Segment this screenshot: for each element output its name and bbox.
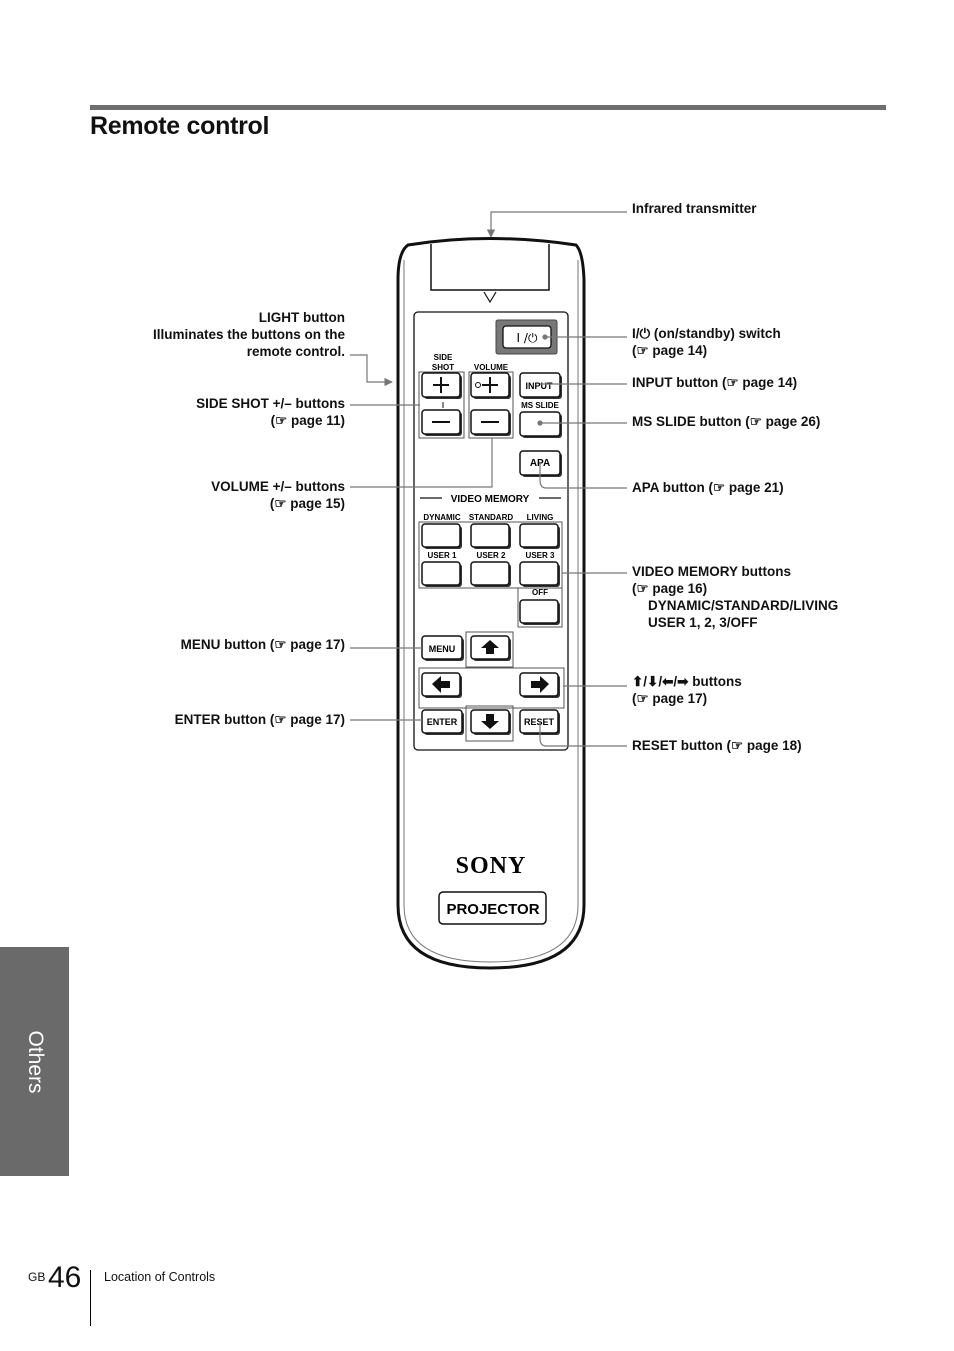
input-button: INPUT (519, 372, 562, 399)
enter-callout: ENTER button (☞ page 17) (174, 712, 345, 727)
up-button (470, 635, 511, 661)
ms-slide-label: MS SLIDE (521, 401, 559, 410)
infrared-callout: Infrared transmitter (632, 201, 757, 216)
footer-language: GB (28, 1270, 46, 1284)
page-number: 46 (48, 1261, 82, 1294)
standard-button (470, 523, 511, 549)
volume-minus-button (470, 409, 511, 436)
light-callout: LIGHT button Illuminates the buttons on … (153, 309, 345, 360)
menu-button: MENU (421, 635, 464, 661)
user3-button (519, 561, 560, 587)
video-memory-callout-line1: VIDEO MEMORY buttons (632, 564, 792, 579)
reset-button-label: RESET (524, 717, 555, 727)
user2-button (470, 561, 511, 587)
volume-callout: VOLUME +/– buttons (☞ page 15) (211, 478, 345, 512)
right-button (519, 672, 560, 698)
apa-button: APA (519, 450, 562, 477)
user2-label: USER 2 (477, 551, 506, 560)
reset-button: RESET (519, 709, 560, 735)
living-label: LIVING (527, 513, 554, 522)
video-memory-callout-line3: DYNAMIC/STANDARD/LIVING (648, 598, 839, 613)
video-memory-callout-line2: (☞ page 16) (632, 581, 708, 596)
video-memory-callout-line4: USER 1, 2, 3/OFF (648, 615, 758, 630)
input-callout: INPUT button (☞ page 14) (632, 375, 798, 390)
side-tab-label: Others (23, 1029, 47, 1094)
arrows-callout: ⬆/⬇/⬅/➡ buttons (☞ page 17) (632, 673, 742, 707)
side-shot-minus-button (421, 409, 462, 436)
page-title: Remote control (90, 112, 270, 140)
projector-badge (438, 891, 547, 925)
standard-label: STANDARD (469, 513, 514, 522)
footer-divider (90, 1270, 91, 1326)
side-shot-label-2: SHOT (432, 363, 454, 372)
power-callout-line1: I/⏻ (on/standby) switch (632, 326, 781, 341)
dynamic-label: DYNAMIC (423, 513, 461, 522)
volume-callout-line2: (☞ page 15) (269, 496, 345, 511)
off-button (519, 599, 560, 625)
menu-button-label: MENU (429, 644, 456, 654)
volume-label: VOLUME (474, 363, 509, 372)
dynamic-button (421, 523, 462, 549)
input-button-label: INPUT (526, 381, 554, 391)
light-callout-line1: LIGHT button (258, 310, 345, 325)
volume-plus-button (470, 372, 511, 399)
video-memory-callout: VIDEO MEMORY buttons (☞ page 16) DYNAMIC… (632, 563, 838, 631)
enter-button-label: ENTER (427, 717, 458, 727)
apa-callout: APA button (☞ page 21) (632, 480, 784, 495)
side-shot-callout-line2: (☞ page 11) (270, 413, 345, 428)
down-button (470, 709, 511, 735)
footer-section: Location of Controls (104, 1270, 216, 1284)
left-button (421, 672, 462, 698)
power-callout-line2: (☞ page 14) (632, 343, 708, 358)
power-callout: I/⏻ (on/standby) switch (☞ page 14) (632, 325, 781, 359)
side-shot-callout-line1: SIDE SHOT +/– buttons (196, 396, 345, 411)
arrows-callout-line1: ⬆/⬇/⬅/➡ buttons (632, 674, 742, 689)
light-callout-line3: remote control. (246, 344, 345, 359)
ms-slide-callout: MS SLIDE button (☞ page 26) (632, 414, 821, 429)
button-panel (413, 311, 569, 751)
power-switch-label: I /⏻ (517, 331, 538, 345)
user3-label: USER 3 (526, 551, 555, 560)
living-button (519, 523, 560, 549)
sony-logo: SONY (456, 853, 527, 879)
off-label: OFF (532, 588, 548, 597)
menu-callout: MENU button (☞ page 17) (180, 637, 345, 652)
ir-window (430, 244, 550, 291)
projector-label: PROJECTOR (446, 901, 539, 918)
reset-callout: RESET button (☞ page 18) (632, 738, 802, 753)
video-memory-label: VIDEO MEMORY (451, 494, 530, 505)
side-shot-plus-button (421, 372, 462, 399)
user1-label: USER 1 (428, 551, 457, 560)
side-shot-callout: SIDE SHOT +/– buttons (☞ page 11) (196, 395, 345, 429)
volume-callout-line1: VOLUME +/– buttons (211, 479, 345, 494)
user1-button (421, 561, 462, 587)
header-rule (90, 105, 886, 110)
enter-button: ENTER (421, 709, 464, 735)
section-side-tab: Others (0, 947, 69, 1176)
side-shot-label-1: SIDE (434, 353, 453, 362)
arrows-callout-line2: (☞ page 17) (632, 691, 708, 706)
light-callout-line2: Illuminates the buttons on the (153, 327, 345, 342)
